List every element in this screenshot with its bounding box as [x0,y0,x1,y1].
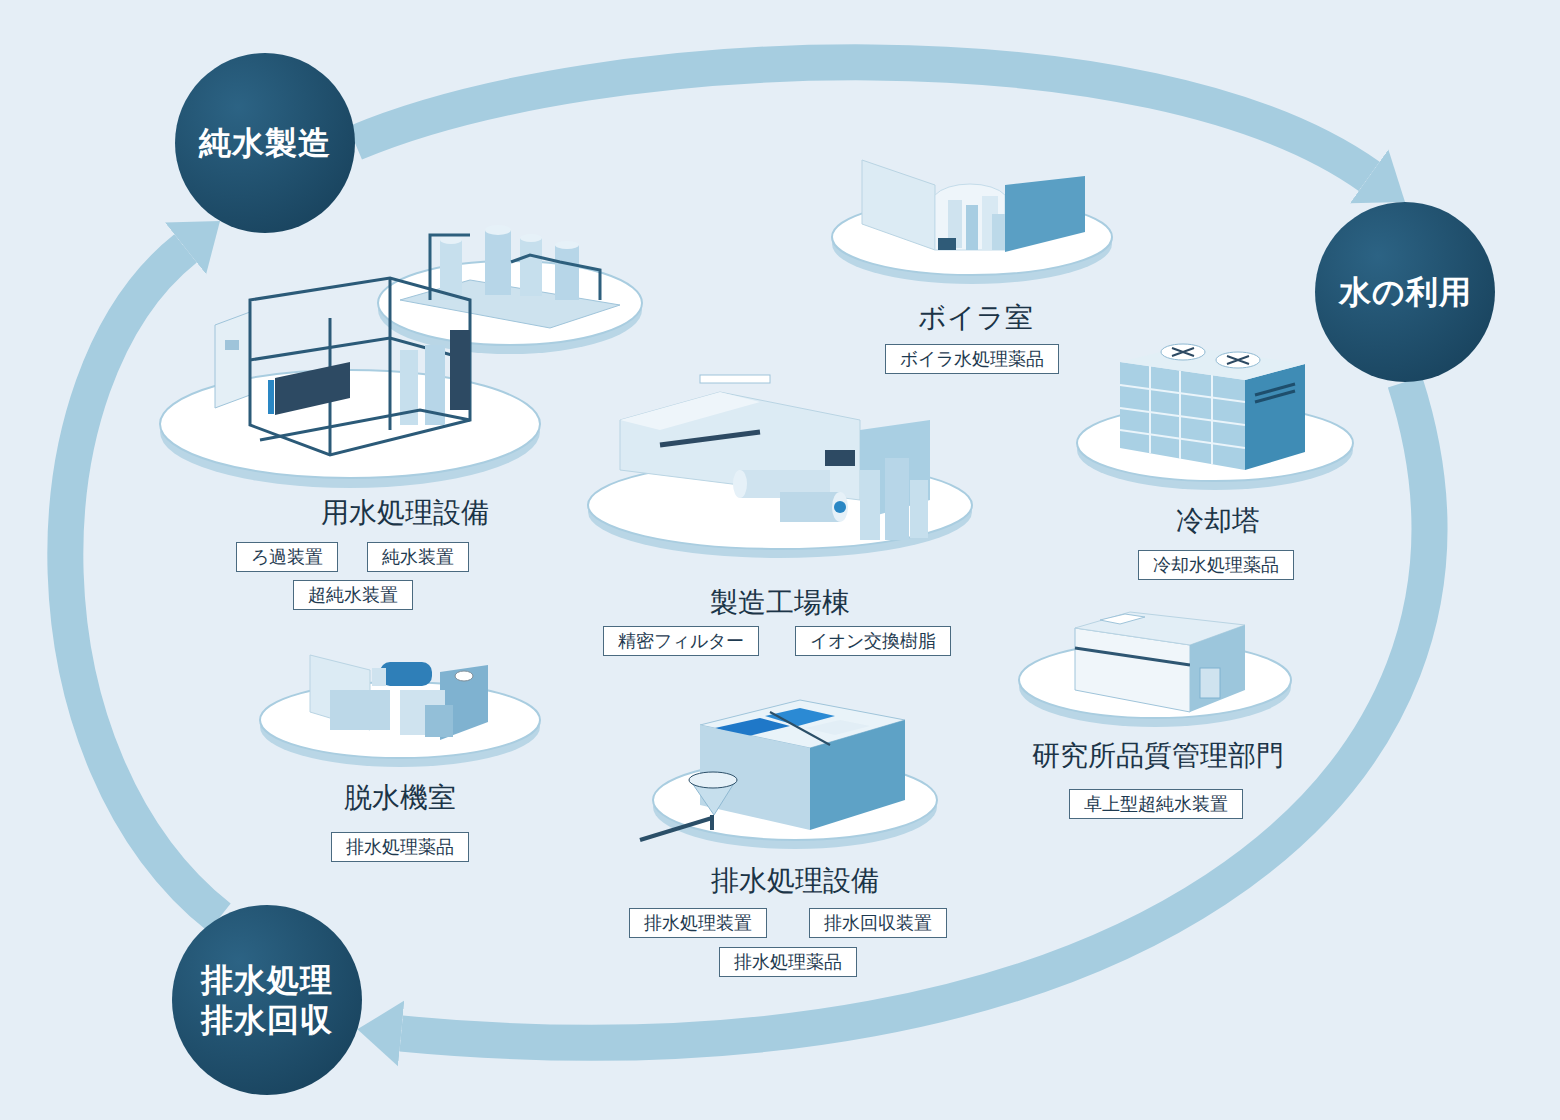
stage-label: 水の利用 [1339,272,1472,312]
laboratory-illustration [1019,612,1291,727]
tag-label: ろ過装置 [251,545,323,569]
facility-name: 研究所品質管理部門 [1032,739,1284,773]
facility-area: ボイラ室 [830,150,1120,335]
product-tag: 超純水装置 [293,580,413,610]
facility-name: 用水処理設備 [321,496,489,530]
facility-area: 研究所品質管理部門 [1008,595,1308,773]
cycle-arrow [355,62,1369,176]
stage-label: 排水処理 排水回収 [197,960,337,1040]
tag-label: 排水処理薬品 [734,950,842,974]
cycle-arrow [65,248,219,917]
wastewater-illustration [640,700,937,849]
facility-name: 排水処理設備 [711,864,879,898]
stage-circle: 水の利用 [1315,202,1495,382]
product-tag: ボイラ水処理薬品 [885,344,1059,374]
product-tag: イオン交換樹脂 [795,626,951,656]
factory-illustration [588,375,972,558]
tag-label: 冷却水処理薬品 [1153,553,1279,577]
facility-area: 製造工場棟 [585,365,975,620]
tag-label: ボイラ水処理薬品 [900,347,1044,371]
product-tag: 精密フィルター [603,626,759,656]
stage-circle: 純水製造 [175,53,355,233]
facility-name: 脱水機室 [344,781,456,815]
tag-label: 排水回収装置 [824,911,932,935]
tag-label: 精密フィルター [618,629,744,653]
facility-area: 冷却塔 [1075,330,1360,538]
product-tag: ろ過装置 [236,542,338,572]
facility-area: 脱水機室 [255,645,545,815]
stage-label: 純水製造 [199,123,331,163]
facility-name: 製造工場棟 [710,586,850,620]
facility-area: 用水処理設備 [155,220,655,530]
product-tag: 卓上型超純水装置 [1069,789,1243,819]
facility-area: 排水処理設備 [650,685,940,898]
circle-shape [172,905,362,1095]
product-tag: 排水回収装置 [809,908,947,938]
product-tag: 純水装置 [367,542,469,572]
product-tag: 冷却水処理薬品 [1138,550,1294,580]
tag-label: 排水処理装置 [644,911,752,935]
facility-name: 冷却塔 [1176,504,1260,538]
tag-label: 超純水装置 [308,583,398,607]
water-treatment-illustration [160,225,642,488]
cycle-arrow [401,382,1429,1043]
tag-label: 卓上型超純水装置 [1084,792,1228,816]
product-tag: 排水処理薬品 [719,947,857,977]
tag-label: イオン交換樹脂 [810,629,936,653]
tag-label: 排水処理薬品 [346,835,454,859]
stage-circle: 排水処理 排水回収 [172,905,362,1095]
product-tag: 排水処理装置 [629,908,767,938]
dewatering-illustration [260,655,540,767]
tag-label: 純水装置 [382,545,454,569]
cooling-tower-illustration [1077,344,1353,490]
product-tag: 排水処理薬品 [331,832,469,862]
boiler-illustration [832,160,1112,284]
facility-name: ボイラ室 [918,301,1033,335]
